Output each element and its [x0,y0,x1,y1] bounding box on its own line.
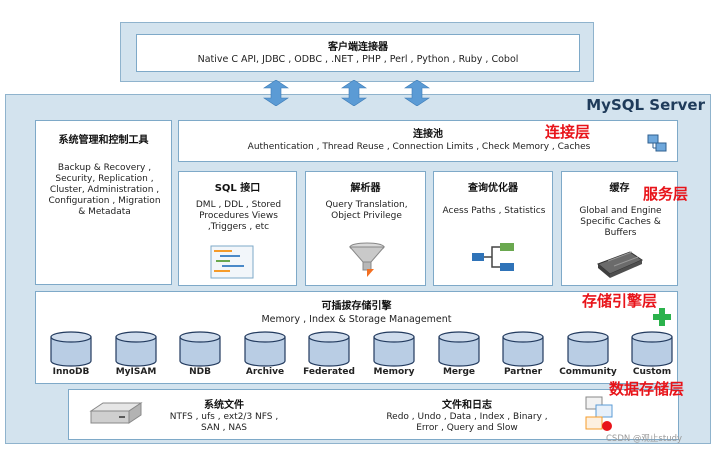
service-layer-label: 服务层 [643,185,689,203]
engine-cylinder [629,331,675,371]
database-cylinder-icon [115,331,157,367]
client-connector-title: 客户端连接器 [328,42,388,53]
engine-label: Federated [303,367,355,377]
logs-desc: Redo , Undo , Data , Index , Binary , Er… [386,412,548,433]
engine-label: InnoDB [52,367,90,377]
engine-label: Partner [503,367,543,377]
query-optimizer-box: 查询优化器 Acess Paths , Statistics [433,171,553,286]
watermark: CSDN @观止study [606,434,683,444]
connection-pool-items: Authentication , Thread Reuse , Connecti… [247,142,591,152]
query-optimizer-desc: Acess Paths , Statistics [442,206,546,216]
engine-label: Archive [245,367,285,377]
logs-title: 文件和日志 [442,400,492,411]
management-items: Backup & Recovery , Security, Replicatio… [48,163,161,217]
storage-layer-label: 数据存储层 [609,380,685,398]
cache-title: 缓存 [609,183,630,194]
flow-icon [472,243,514,271]
cache-desc: Global and Engine Specific Caches & Buff… [579,206,662,238]
management-title: 系统管理和控制工具 [58,135,149,146]
sql-interface-box: SQL 接口 DML , DDL , Stored Procedures Vie… [178,171,297,286]
storage-engines-title: 可插拔存储引擎 [321,301,392,312]
engine-cylinder [436,331,482,371]
sql-interface-icon [210,245,254,279]
parser-title: 解析器 [350,183,381,194]
database-cylinder-icon [179,331,221,367]
network-computers-icon [647,134,667,152]
database-cylinder-icon [631,331,673,367]
connection-pool-title: 连接池 [413,129,443,140]
database-cylinder-icon [502,331,544,367]
parser-box: 解析器 Query Translation, Object Privilege [305,171,426,286]
engine-label: Memory [373,367,415,377]
database-cylinder-icon [244,331,286,367]
client-api-list: Native C API, JDBC , ODBC , .NET , PHP ,… [197,54,519,65]
system-files-title: 系统文件 [204,400,244,411]
database-cylinder-icon [438,331,480,367]
system-files-desc: NTFS , ufs , ext2/3 NFS , SAN , NAS [169,412,279,433]
engine-cylinder [177,331,223,371]
sql-interface-title: SQL 接口 [214,183,261,194]
cache-box: 缓存 Global and Engine Specific Caches & B… [561,171,678,286]
parser-desc: Query Translation, Object Privilege [325,200,408,221]
sql-interface-desc: DML , DDL , Stored Procedures Views ,Tri… [195,200,282,232]
engine-label: MyISAM [115,367,157,377]
engine-layer-label: 存储引擎层 [582,292,658,310]
double-arrow-icon [263,80,289,106]
management-tools-box: 系统管理和控制工具 Backup & Recovery , Security, … [35,120,172,285]
connection-layer-label: 连接层 [545,123,591,141]
funnel-icon [348,242,386,277]
plus-icon [653,308,671,326]
files-and-logs-box: 系统文件 NTFS , ufs , ext2/3 NFS , SAN , NAS… [68,389,679,440]
storage-engines-subtitle: Memory , Index & Storage Management [261,314,452,325]
database-cylinder-icon [50,331,92,367]
engine-label: Merge [442,367,476,377]
memory-chip-icon [597,251,644,278]
engine-cylinder [371,331,417,371]
double-arrow-icon [404,80,430,106]
query-optimizer-title: 查询优化器 [468,183,518,194]
engine-label: NDB [189,367,211,377]
database-cylinder-icon [373,331,415,367]
connection-pool-box: 连接池 Authentication , Thread Reuse , Conn… [178,120,678,162]
database-cylinder-icon [567,331,609,367]
engine-cylinder [565,331,611,371]
client-connector-box: 客户端连接器 Native C API, JDBC , ODBC , .NET … [136,34,580,72]
engine-label: Custom [632,367,672,377]
engine-cylinder [48,331,94,371]
mysql-server-title: MySQL Server [586,96,705,114]
double-arrow-icon [341,80,367,106]
hard-drive-icon [89,402,143,424]
engine-cylinder [306,331,352,371]
engine-cylinder [242,331,288,371]
database-cylinder-icon [308,331,350,367]
engine-cylinder [500,331,546,371]
engine-label: Community [559,367,617,377]
engine-cylinder [113,331,159,371]
log-files-icon [585,396,613,431]
